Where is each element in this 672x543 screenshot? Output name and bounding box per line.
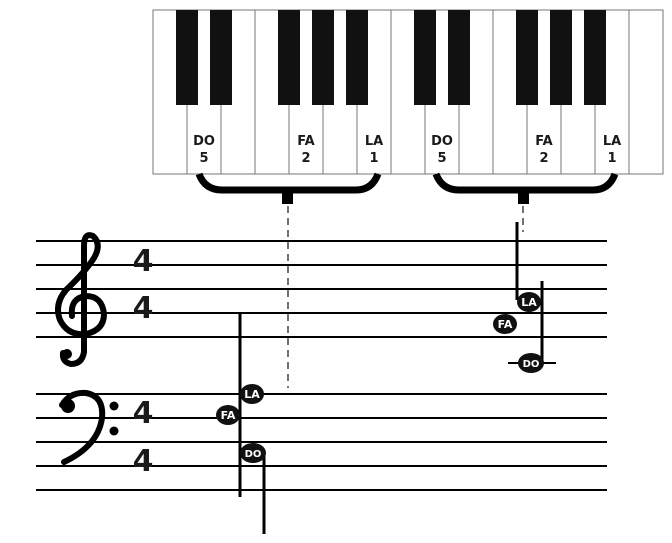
note-name: DO [193, 134, 215, 149]
note-name: LA [365, 134, 383, 149]
piano-keyboard: DO 5 FA 2 LA 1 DO 5 FA 2 LA 1 [152, 9, 664, 175]
treble-time-signature: 4 4 [133, 244, 154, 326]
right-hand-bracket [432, 172, 619, 204]
treble-time-top: 4 [133, 244, 154, 279]
finger-number: 5 [437, 151, 446, 166]
black-key[interactable] [210, 10, 232, 105]
note-name: LA [603, 134, 621, 149]
black-key[interactable] [312, 10, 334, 105]
finger-number: 2 [301, 151, 310, 166]
treble-clef-icon [55, 232, 108, 368]
svg-text:DO: DO [523, 359, 540, 370]
finger-number: 1 [369, 151, 378, 166]
black-key[interactable] [550, 10, 572, 105]
finger-number: 1 [607, 151, 616, 166]
key-label-la: LA 1 [603, 134, 621, 166]
bass-clef-icon [59, 389, 119, 465]
black-key[interactable] [448, 10, 470, 105]
note-name: DO [431, 134, 453, 149]
left-hand-bracket [195, 172, 382, 204]
key-label-do: DO 5 [431, 134, 453, 166]
black-key[interactable] [414, 10, 436, 105]
key-label-la: LA 1 [365, 134, 383, 166]
note-la: LA [240, 384, 264, 404]
finger-number: 5 [199, 151, 208, 166]
bass-chord: LA FA DO [216, 313, 266, 534]
treble-staff [36, 240, 607, 338]
note-fa: FA [216, 405, 240, 425]
black-key[interactable] [176, 10, 198, 105]
svg-text:DO: DO [245, 449, 262, 460]
key-label-do: DO 5 [193, 134, 215, 166]
key-label-fa: FA 2 [297, 134, 314, 166]
black-key[interactable] [584, 10, 606, 105]
svg-text:LA: LA [244, 388, 260, 401]
note-fa: FA [493, 314, 517, 334]
key-label-fa: FA 2 [535, 134, 552, 166]
black-key[interactable] [346, 10, 368, 105]
treble-time-bottom: 4 [133, 291, 154, 326]
svg-text:FA: FA [498, 318, 513, 331]
white-key[interactable] [628, 9, 664, 175]
note-do: DO [518, 353, 544, 373]
treble-chord: FA LA DO [493, 222, 556, 373]
bass-staff [36, 393, 607, 491]
note-la: LA [517, 292, 541, 312]
svg-text:FA: FA [221, 409, 236, 422]
bass-time-signature: 4 4 [133, 396, 154, 479]
svg-text:LA: LA [521, 296, 537, 309]
black-key[interactable] [516, 10, 538, 105]
black-key[interactable] [278, 10, 300, 105]
note-name: FA [297, 134, 314, 149]
finger-number: 2 [539, 151, 548, 166]
note-do: DO [240, 443, 266, 463]
bass-time-top: 4 [133, 396, 154, 431]
bass-time-bottom: 4 [133, 444, 154, 479]
note-name: FA [535, 134, 552, 149]
